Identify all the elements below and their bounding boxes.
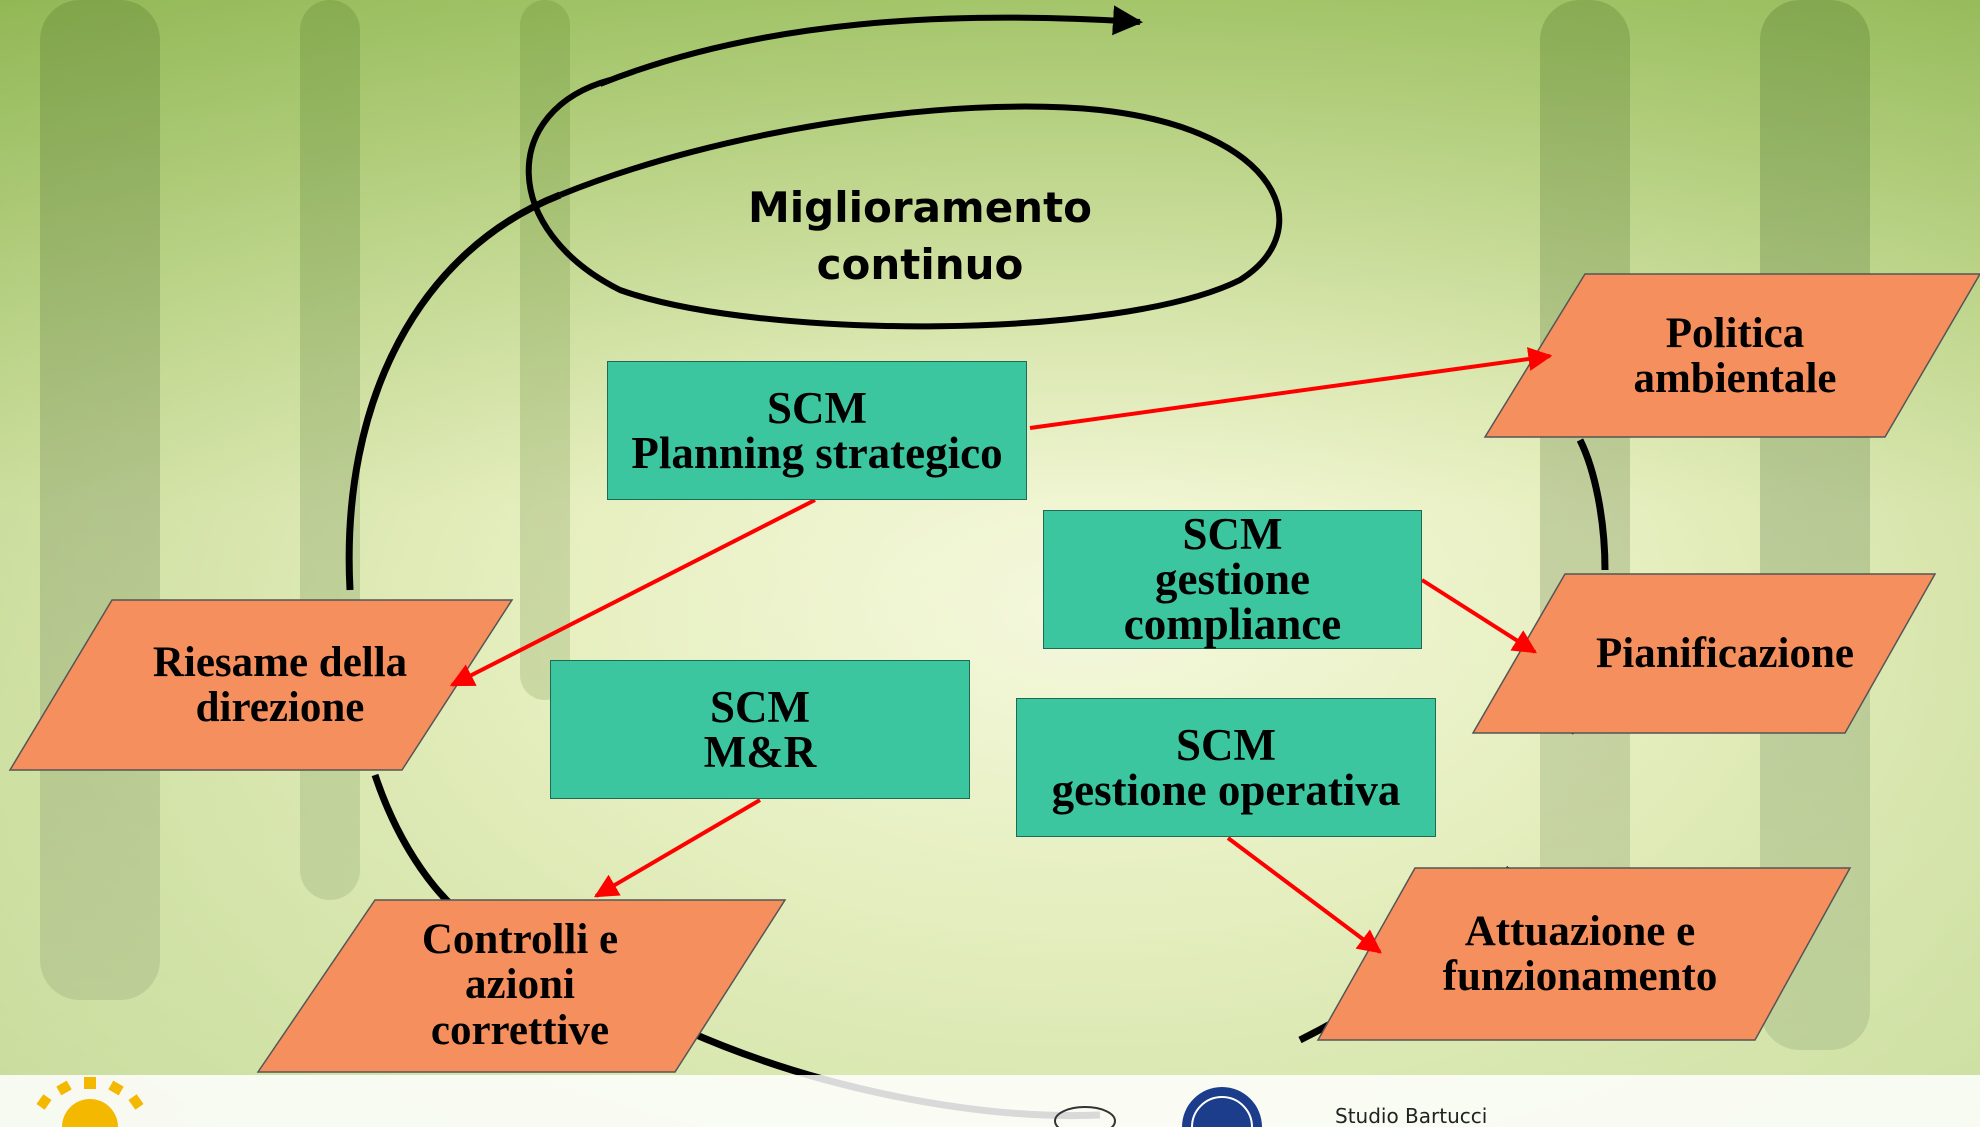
cycle-arc-right-high xyxy=(1576,438,1609,571)
box-line: gestione xyxy=(1155,554,1310,604)
phase-line: Controlli e xyxy=(421,916,619,964)
swirl-logo-icon xyxy=(1054,1106,1116,1127)
box-line: SCM xyxy=(1176,719,1276,770)
cycle-arc-left xyxy=(345,191,562,591)
phase-line: Attuazione e xyxy=(1464,907,1696,955)
sun-logo-icon xyxy=(36,1077,144,1127)
phase-line: direzione xyxy=(195,684,365,731)
connector-compliance-pianificazione xyxy=(1420,578,1538,654)
scm-operativa-box: SCM gestione operativa xyxy=(1016,698,1436,837)
studio-name: Studio Bartucci xyxy=(1335,1104,1488,1128)
label-line: Miglioramento xyxy=(747,183,1093,232)
phase-line: Riesame della xyxy=(152,638,408,686)
phase-box-politica xyxy=(1483,273,1980,438)
footer-strip xyxy=(0,1075,1980,1127)
phase-controlli-label: Controlli e azioni correttive xyxy=(345,905,695,1065)
phase-box-attuazione xyxy=(1316,867,1852,1041)
box-line: SCM xyxy=(1182,509,1283,559)
connector-mr-controlli xyxy=(593,798,762,898)
box-line: gestione operativa xyxy=(1051,764,1401,815)
label-line: continuo xyxy=(816,239,1024,289)
connector-operativa-attuazione xyxy=(1226,836,1382,954)
phase-line: Politica xyxy=(1665,309,1805,357)
footer-logos xyxy=(36,1077,1262,1127)
phase-line: azioni xyxy=(465,961,575,1009)
cycle-arc-lower-left xyxy=(371,773,472,923)
connector-planning-politica xyxy=(1029,347,1553,430)
scm-mr-box: SCM M&R xyxy=(550,660,970,799)
box-line: M&R xyxy=(703,726,817,777)
phase-riesame-label: Riesame della direzione xyxy=(90,625,470,745)
scm-compliance-box: SCM gestione compliance xyxy=(1043,510,1422,649)
phase-box-pianificazione xyxy=(1471,573,1937,734)
phase-pianificazione-label: Pianificazione xyxy=(1520,600,1930,708)
phase-line: Pianificazione xyxy=(1596,630,1854,678)
phase-line: funzionamento xyxy=(1442,953,1718,1000)
phase-box-riesame xyxy=(8,599,514,771)
phase-attuazione-label: Attuazione e funzionamento xyxy=(1385,895,1775,1013)
continuous-improvement-label: Miglioramento continuo xyxy=(680,180,1160,293)
box-line: compliance xyxy=(1123,599,1342,649)
phase-line: ambientale xyxy=(1633,355,1837,402)
spiral-ellipse xyxy=(525,77,1283,330)
connector-planning-riesame xyxy=(449,498,816,687)
box-line: SCM xyxy=(710,681,810,732)
phase-politica-label: Politica ambientale xyxy=(1560,300,1910,412)
phase-box-controlli xyxy=(256,899,787,1073)
phase-line: correttive xyxy=(430,1006,610,1054)
box-line: Planning strategico xyxy=(631,427,1003,478)
spiral-top-arrow xyxy=(598,5,1143,87)
seal-logo-icon xyxy=(1182,1087,1262,1127)
scm-planning-box: SCM Planning strategico xyxy=(607,361,1027,500)
box-line: SCM xyxy=(766,382,867,433)
